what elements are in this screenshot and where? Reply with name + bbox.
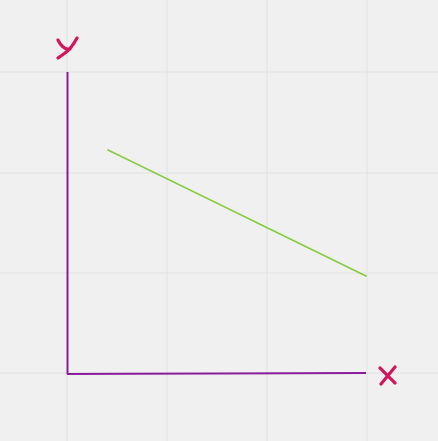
axes — [66, 72, 367, 375]
y-axis-label: y — [56, 31, 79, 60]
x-label-text: x — [381, 363, 394, 388]
x-label-glyph — [378, 365, 397, 386]
y-label-glyph — [56, 36, 79, 60]
x-axis-label: x — [378, 363, 397, 388]
x-axis — [66, 372, 367, 375]
trend-line — [107, 149, 367, 277]
y-label-text: y — [60, 31, 73, 56]
